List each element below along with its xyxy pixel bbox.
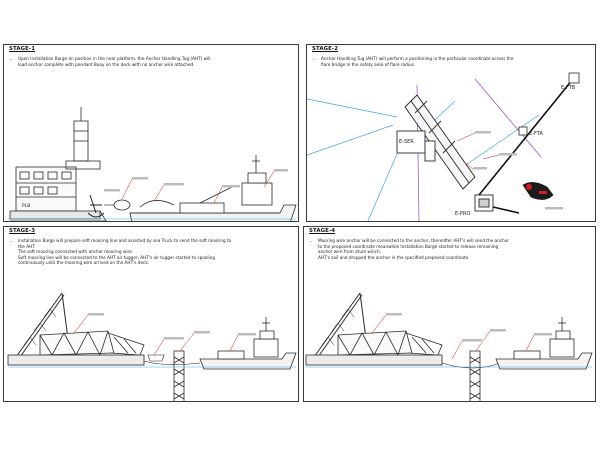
stage-2-panel: STAGE-2 – Anchor Handling Tug (AHT) will… bbox=[306, 44, 596, 222]
stage-4-callout-boxes bbox=[386, 313, 552, 342]
stage-2-label: STAGE-2 bbox=[312, 46, 339, 52]
platform-jacket bbox=[173, 350, 185, 401]
aht-vessel bbox=[129, 155, 297, 221]
anchor-wire bbox=[441, 362, 501, 369]
e-ftb-tag: E-FTB bbox=[561, 85, 576, 91]
stage-4-text: Mooring wire anchor will be connected to… bbox=[318, 238, 509, 260]
barge-crane bbox=[313, 292, 367, 358]
platform-e-fta bbox=[518, 126, 528, 136]
stage-1-label: STAGE-1 bbox=[9, 46, 36, 52]
stage-2-callout-boxes bbox=[473, 131, 563, 210]
e-ser-tag: E-SER bbox=[399, 139, 414, 145]
stage-2-bullet: – bbox=[313, 57, 316, 62]
aht-vessel-topview bbox=[522, 182, 554, 200]
sea-truck bbox=[147, 354, 165, 362]
platform-e-pro bbox=[474, 194, 494, 212]
anchor-icon bbox=[87, 194, 105, 218]
stage-1-callout-boxes bbox=[104, 169, 288, 192]
stage-4-label: STAGE-4 bbox=[309, 228, 336, 234]
stage-4-panel: STAGE-4 – Mooring wire anchor will be co… bbox=[303, 226, 596, 402]
installation-barge bbox=[7, 354, 145, 366]
stage-3-callout-boxes bbox=[88, 313, 256, 340]
stage-4-bullet: – bbox=[310, 239, 313, 244]
flare-bridge bbox=[404, 94, 476, 190]
aht-vessel bbox=[199, 317, 297, 370]
barge-crane bbox=[15, 292, 69, 358]
platform-jacket bbox=[469, 350, 481, 401]
stage-2-diagram: E-SER E-PRO E-FTB E-FTA bbox=[307, 72, 580, 221]
stage-1-diagram: PLB bbox=[8, 107, 297, 221]
stage-1-plb-tag: PLB bbox=[22, 203, 30, 209]
e-pro-tag: E-PRO bbox=[455, 211, 470, 217]
platform-e-ftb bbox=[568, 72, 580, 84]
soft-mooring-line bbox=[143, 360, 201, 365]
buoy-icon bbox=[104, 199, 131, 211]
stage-3-label: STAGE-3 bbox=[9, 228, 36, 234]
installation-barge bbox=[305, 354, 443, 366]
installation-barge bbox=[9, 107, 107, 221]
stage-2-text: Anchor Handling Tug (AHT) will perform a… bbox=[321, 56, 514, 67]
stage-1-callouts bbox=[121, 170, 275, 204]
stage-3-diagram bbox=[7, 292, 297, 401]
e-fta-tag: E-FTA bbox=[529, 131, 543, 137]
stage-1-bullet: – bbox=[10, 57, 13, 62]
stage-1-text: Upon Installation Barge on position in t… bbox=[18, 56, 211, 67]
stage-3-callouts bbox=[73, 314, 239, 356]
stage-4-callouts bbox=[371, 314, 535, 360]
aht-vessel bbox=[495, 317, 593, 370]
stage-1-panel: STAGE-1 – Upon Installation Barge on pos… bbox=[3, 44, 299, 222]
bridge-module bbox=[39, 330, 145, 357]
bridge-module bbox=[337, 330, 443, 357]
stage-3-text: Installation Barge will prepare soft moo… bbox=[18, 238, 232, 266]
platform-e-ser bbox=[396, 130, 436, 162]
stage-3-bullet: – bbox=[10, 239, 13, 244]
stage-3-panel: STAGE-3 – Installation Barge will prepar… bbox=[3, 226, 299, 402]
stage-2-callouts bbox=[456, 132, 500, 170]
bridge-to-eftb bbox=[478, 78, 574, 214]
stage-4-diagram bbox=[305, 292, 593, 401]
